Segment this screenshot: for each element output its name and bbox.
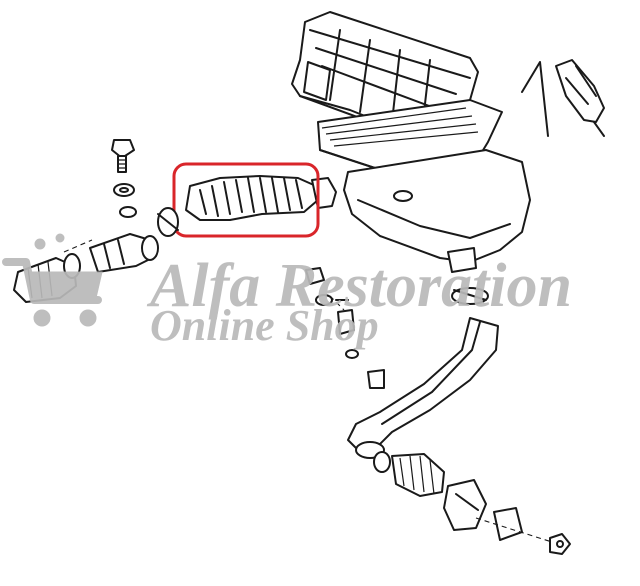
- airbox-housing: [343, 149, 531, 273]
- corrugated-hose: [373, 451, 445, 497]
- shopping-cart-icon: [2, 233, 103, 327]
- leader-line: [329, 295, 345, 311]
- hose-clamp-left: [157, 207, 179, 237]
- watermark: Alfa Restoration Online Shop: [2, 233, 572, 350]
- highlight-box: [172, 162, 320, 238]
- leader-line: [63, 239, 93, 253]
- outlet-clamp: [451, 287, 489, 305]
- watermark-line-2: Online Shop: [150, 301, 379, 350]
- fittings-center: [305, 267, 385, 389]
- air-intake-hose[interactable]: [185, 175, 337, 221]
- watermark-line-1: Alfa Restoration: [146, 252, 572, 320]
- intake-connector: [89, 233, 159, 273]
- clip-detail: [521, 59, 605, 137]
- bolt-and-washers: [111, 139, 137, 218]
- mounting-bracket: [443, 479, 571, 555]
